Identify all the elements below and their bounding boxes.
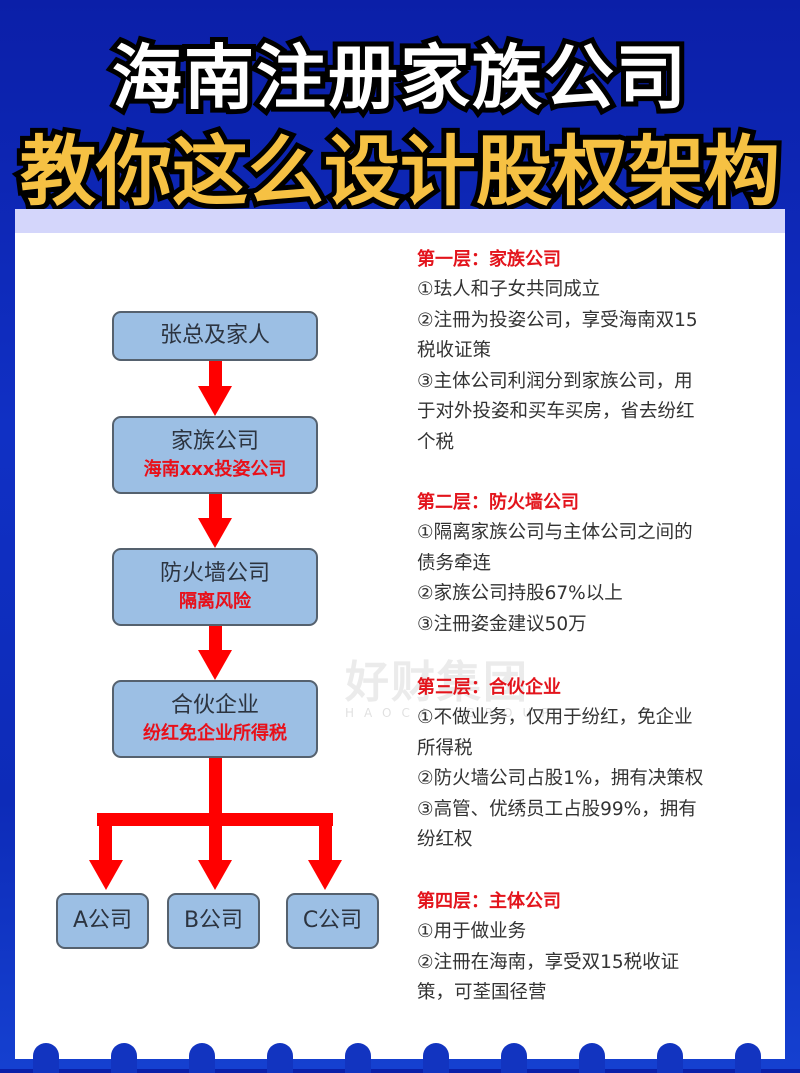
arrow-head (198, 386, 232, 416)
arrow-head (89, 860, 123, 890)
box-label: 家族公司 (170, 429, 259, 454)
arrow-shaft (209, 626, 222, 652)
section-line: 债务牵连 (417, 552, 492, 574)
section-line: 个税 (417, 431, 455, 453)
box-label: A公司 (72, 908, 133, 933)
box-company-b: B公司 (167, 893, 260, 949)
section-line: ①珐人和子女共同成立 (417, 279, 601, 300)
arrow-shaft (209, 361, 222, 388)
box-label: C公司 (302, 908, 363, 933)
decorative-scallop (735, 1043, 761, 1073)
section-line: ①隔离家族公司与主体公司之间的 (417, 522, 693, 543)
decorative-scallop (423, 1043, 449, 1073)
arrow-shaft (319, 813, 332, 863)
box-label: 合伙企业 (170, 693, 259, 718)
decorative-scallop (189, 1043, 215, 1073)
section-heading: 第一层：家族公司 (417, 249, 561, 270)
decorative-scallop (267, 1043, 293, 1073)
box-label: 防火墙公司 (159, 561, 270, 586)
card-top-band (15, 209, 785, 233)
tree-trunk (209, 758, 222, 826)
box-company-c: C公司 (286, 893, 379, 949)
box-company-a: A公司 (56, 893, 149, 949)
section-line: 于对外投姿和买车买房，省去纷红 (417, 401, 695, 422)
section-heading: 第二层：防火墙公司 (417, 492, 579, 513)
watermark-logo: 好财集团 (345, 657, 529, 708)
section-line: ②注冊为投姿公司，享受海南双15 (417, 309, 698, 331)
arrow-shaft (209, 813, 222, 863)
arrow-head (198, 860, 232, 890)
section-line: ②注冊在海南，享受双15税收证 (417, 951, 680, 973)
section-heading: 第三层：合伙企业 (417, 677, 561, 698)
section-heading: 第四层：主体公司 (417, 891, 561, 912)
section-line: 税收证策 (417, 340, 492, 361)
section-line: ③注冊姿金建议50万 (417, 613, 587, 635)
box-family-company: 家族公司 海南xxx投姿公司 (112, 416, 318, 494)
arrow-head (308, 860, 342, 890)
section-line: ②防火墙公司占股1%，拥有决策权 (417, 768, 704, 789)
watermark-logo-en: HAOCAI GROUP (345, 706, 559, 720)
decorative-scallop (657, 1043, 683, 1073)
section-line: 纷红权 (417, 829, 473, 850)
box-firewall-company: 防火墙公司 隔离风险 (112, 548, 318, 626)
box-sublabel: 纷红免企业所得税 (143, 723, 287, 744)
arrow-head (198, 650, 232, 680)
section-layer-2: 第二层：防火墙公司 ①隔离家族公司与主体公司之间的债务牵连 ②家族公司持股67%以上… (417, 488, 777, 640)
decorative-scallop (345, 1043, 371, 1073)
decorative-scallop (501, 1043, 527, 1073)
section-line: ③主体公司利润分到家族公司，用 (417, 370, 693, 392)
arrow-shaft (99, 813, 112, 863)
section-line: ①不做业务，仅用于纷红，免企业 (417, 707, 693, 728)
section-layer-1: 第一层：家族公司 ①珐人和子女共同成立 ②注冊为投姿公司，享受海南双15 税收证策 ③主… (417, 245, 777, 458)
section-line: ①用于做业务 (417, 921, 527, 942)
section-line: ③高管、优绣员工占股99%，拥有 (417, 798, 697, 820)
box-partnership: 合伙企业 纷红免企业所得税 (112, 680, 318, 758)
decorative-scallop (33, 1043, 59, 1073)
section-line: ②家族公司持股67%以上 (417, 583, 623, 604)
box-label: 张总及家人 (159, 323, 270, 348)
section-layer-4: 第四层：主体公司 ①用于做业务 ②注冊在海南，享受双15税收证策，可荃国径营 (417, 887, 777, 1009)
section-layer-3: 第三层：合伙企业 ①不做业务，仅用于纷红，免企业所得税 ②防火墙公司占股1%，拥有决… (417, 673, 777, 856)
box-sublabel: 隔离风险 (179, 591, 251, 612)
box-family-members: 张总及家人 (112, 311, 318, 361)
box-sublabel: 海南xxx投姿公司 (143, 459, 287, 480)
section-line: 策，可荃国径营 (417, 982, 547, 1003)
decorative-scallop (579, 1043, 605, 1073)
title-line-2: 教你这么设计股权架构 (15, 122, 785, 221)
title-line-1: 海南注册家族公司 (107, 32, 691, 124)
arrow-shaft (209, 494, 222, 520)
section-line: 所得税 (417, 737, 473, 759)
box-label: B公司 (183, 908, 244, 933)
arrow-head (198, 518, 232, 548)
decorative-scallop (111, 1043, 137, 1073)
